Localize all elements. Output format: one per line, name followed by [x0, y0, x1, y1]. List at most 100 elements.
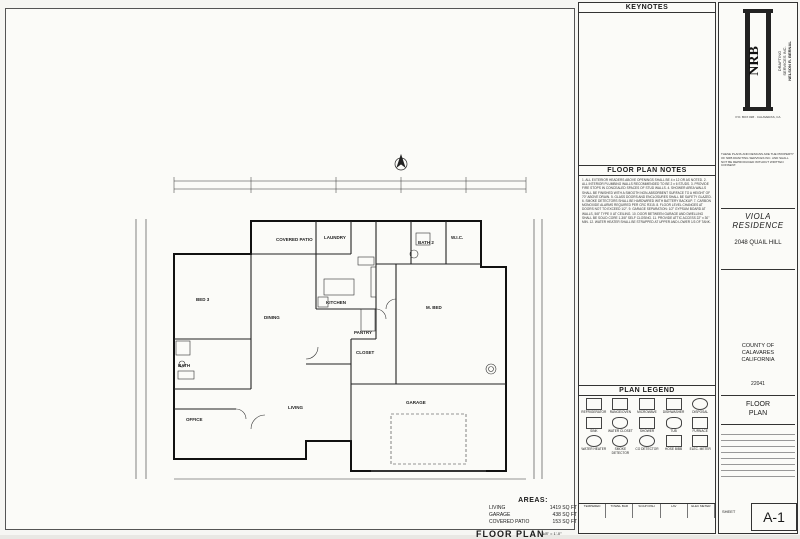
room-label-office: OFFICE: [186, 417, 203, 422]
project-name: VIOLA RESIDENCE: [732, 212, 784, 230]
room-label-master-bed: M. BED: [426, 305, 443, 310]
county-line: COUNTY OF: [741, 343, 775, 349]
areas-row-patio: COVERED PATIO 153 SQ FT: [489, 519, 577, 526]
county-info: COUNTY OF CALAVARES CALIFORNIA: [721, 343, 795, 364]
legend-label: FURNACE: [692, 428, 708, 433]
title-block: NRB DRAFTING SERVICES INC. NELSON R. BER…: [718, 2, 798, 534]
area-value: 1419 SQ FT: [549, 505, 577, 511]
sheet-title: FLOOR PLAN: [721, 395, 795, 425]
legend-item: HOSE BIBB: [661, 435, 687, 455]
legend-item: MICROWAVE: [634, 398, 660, 415]
floor-plan-drawing: COVERED PATIO LAUNDRY BATH 2 W.I.C. BED …: [135, 153, 543, 480]
legend-label: SMOKE DETECTOR: [611, 447, 630, 455]
legend-item: TUB: [661, 416, 687, 434]
water-closet-icon: [612, 416, 629, 429]
sink-icon: [585, 416, 602, 429]
legend-item: DISPOSAL: [687, 398, 713, 415]
legend-footer-item: TOWEL BAR: [606, 504, 634, 518]
north-arrow-icon: [394, 153, 408, 171]
legend-item: ELEC. METER: [687, 435, 713, 455]
range-icon: [612, 398, 629, 410]
room-label-closet: CLOSET: [356, 350, 375, 355]
notes-column: KEYNOTES FLOOR PLAN NOTES 1. ALL EXTERIO…: [578, 2, 716, 534]
legend-footer-item: LAV: [661, 504, 688, 518]
floor-plan-notes-title: FLOOR PLAN NOTES: [579, 166, 715, 176]
legend-item: FURNACE: [687, 416, 713, 434]
room-label-dining: DINING: [264, 315, 280, 320]
legend-label: RANGE/OVEN: [609, 410, 632, 414]
area-label: LIVING: [489, 505, 506, 511]
legend-footer-item: ELEC METER: [688, 504, 716, 518]
project-info: VIOLA RESIDENCE 2048 QUAIL HILL: [721, 208, 795, 270]
room-label-pantry: PANTRY: [354, 330, 372, 335]
legend-label: WATER CLOSET: [607, 428, 633, 433]
areas-row-garage: GARAGE 438 SQ FT: [489, 512, 577, 519]
county-line: CALAVARES: [741, 350, 775, 356]
sheet-label: SHEET: [722, 509, 736, 514]
legend-item: RANGE/OVEN: [608, 398, 634, 415]
logo-sub2: SERVICES INC.: [782, 46, 787, 75]
refrigerator-icon: [585, 398, 602, 410]
legend-item: DISHWASHER: [661, 398, 687, 415]
water-heater-icon: [585, 435, 602, 448]
furnace-icon: [692, 416, 709, 429]
tub-icon: [665, 416, 682, 429]
legend-item: CO DETECTOR: [634, 435, 660, 455]
legend-item: WATER CLOSET: [607, 416, 634, 434]
company-address: P.O. BOX ### · CALAVERAS, CA: [735, 115, 781, 119]
room-label-covered-patio: COVERED PATIO: [276, 237, 313, 242]
floor-plan-notes-text: 1. ALL EXTERIOR HEADERS ABOVE OPENINGS S…: [582, 178, 712, 225]
legend-label: TUB: [670, 428, 677, 433]
microwave-icon: [638, 398, 655, 410]
legend-label: HOSE BIBB: [665, 447, 683, 452]
plan-legend: PLAN LEGEND REFRIGERATOR RANGE/OVEN MICR…: [579, 385, 716, 518]
room-label-garage: GARAGE: [406, 400, 426, 405]
room-label-bath1: BATH: [178, 363, 190, 368]
legend-item: SINK: [581, 416, 607, 434]
legend-label: DISPOSAL: [692, 410, 709, 414]
project-address: 2048 QUAIL HILL: [734, 240, 782, 246]
area-label: GARAGE: [489, 512, 511, 518]
legend-footer-item: SOAP DISH: [633, 504, 661, 518]
job-number: 22041: [751, 381, 765, 387]
room-label-bed3: BED 3: [196, 297, 210, 302]
county-line: CALIFORNIA: [741, 357, 775, 363]
copyright-notice: THESE PLANS AND DESIGNS ARE THE PROPERTY…: [721, 153, 794, 168]
legend-label: CO DETECTOR: [635, 447, 659, 452]
legend-item: WATER HEATER: [581, 435, 607, 455]
legend-footer: TEMPERED TOWEL BAR SOAP DISH LAV ELEC ME…: [579, 503, 716, 518]
plan-legend-grid: REFRIGERATOR RANGE/OVEN MICROWAVE DISHWA…: [579, 396, 715, 457]
logo-sub1: DRAFTING: [777, 51, 782, 71]
area-label: COVERED PATIO: [489, 519, 530, 525]
plan-title: FLOOR PLAN: [476, 529, 545, 539]
revision-table: [721, 429, 795, 477]
sheet-number: A-1: [751, 503, 797, 531]
areas-row-living: LIVING 1419 SQ FT: [489, 505, 577, 512]
area-value: 153 SQ FT: [552, 519, 577, 525]
sheet-title-line: PLAN: [748, 410, 768, 417]
area-value: 438 SQ FT: [552, 512, 577, 518]
legend-item: REFRIGERATOR: [581, 398, 607, 415]
hose-bibb-icon: [665, 435, 682, 448]
smoke-detector-icon: [612, 435, 629, 448]
logo-letters: NRB: [747, 46, 762, 76]
legend-label: SHOWER: [639, 428, 655, 433]
keynotes-title: KEYNOTES: [579, 3, 715, 13]
areas-title: AREAS:: [518, 497, 548, 504]
dishwasher-icon: [665, 398, 682, 410]
floor-plan-notes: FLOOR PLAN NOTES 1. ALL EXTERIOR HEADERS…: [579, 165, 715, 384]
legend-footer-item: TEMPERED: [579, 504, 607, 518]
legend-label: SINK: [590, 428, 598, 433]
logo-sub3: NELSON R. BERNAL: [787, 41, 792, 81]
legend-label: REFRIGERATOR: [581, 410, 607, 414]
plan-scale: 1/8" = 1'-0": [542, 531, 562, 536]
room-label-bath2: BATH 2: [418, 240, 434, 245]
legend-label: MICROWAVE: [637, 410, 657, 414]
legend-item: SHOWER: [634, 416, 660, 434]
legend-label: WATER HEATER: [581, 447, 607, 452]
electric-meter-icon: [692, 435, 709, 448]
room-label-wic: W.I.C.: [451, 235, 463, 240]
legend-label: ELEC. METER: [689, 447, 711, 452]
company-logo: NRB DRAFTING SERVICES INC. NELSON R. BER…: [743, 9, 792, 111]
